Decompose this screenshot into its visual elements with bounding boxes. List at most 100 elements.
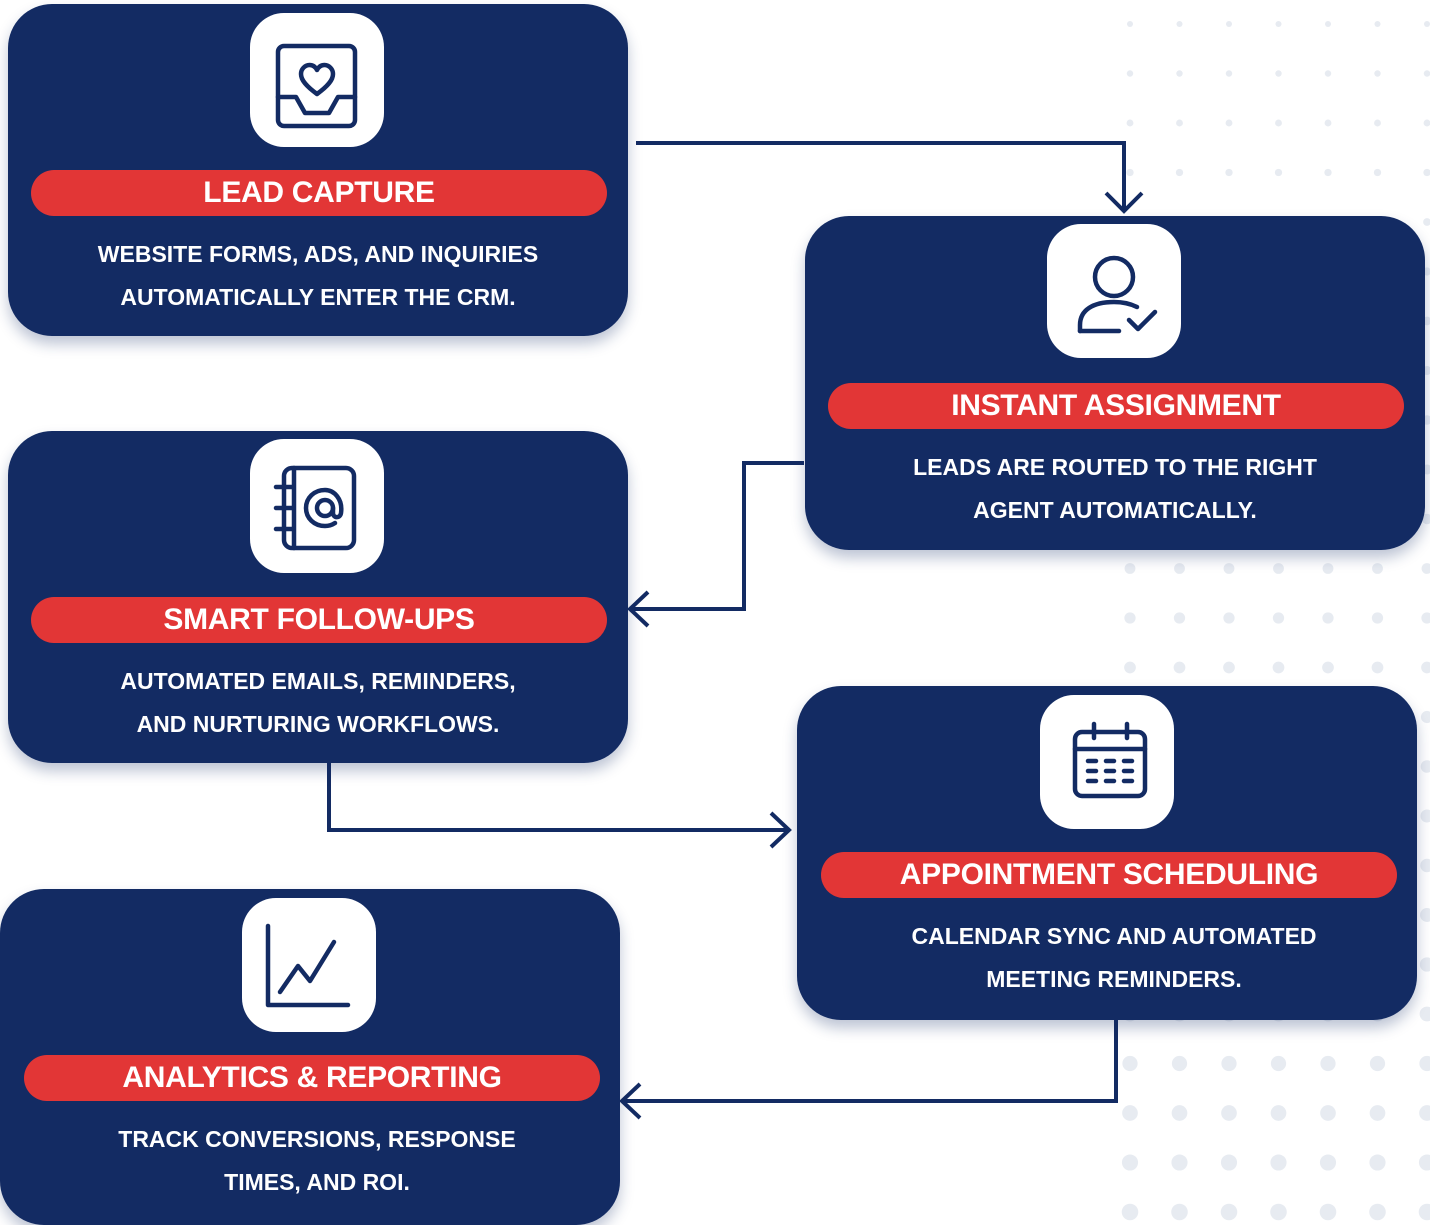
background-dot (1423, 119, 1430, 127)
background-dot (1423, 70, 1430, 77)
step-description-line-2: TIMES, AND ROI. (224, 1169, 410, 1195)
background-dot (1372, 563, 1383, 574)
background-dot (1173, 661, 1186, 674)
background-dot (1176, 21, 1183, 27)
background-dot (1374, 70, 1381, 77)
icon-tile (242, 898, 376, 1032)
flow-connectors (327, 141, 1144, 1120)
step-card-appointment-scheduling: APPOINTMENT SCHEDULING CALENDAR SYNC AND… (797, 686, 1417, 1020)
background-dot (1225, 168, 1233, 177)
background-dot (1320, 1055, 1336, 1072)
background-dot (1374, 119, 1381, 127)
background-dot (1420, 760, 1430, 773)
step-card-instant-assignment: INSTANT ASSIGNMENT LEADS ARE ROUTED TO T… (805, 216, 1425, 550)
background-dot (1275, 119, 1282, 127)
background-dot (1322, 612, 1334, 624)
background-dot (1122, 1105, 1138, 1121)
contact-book-at-icon (273, 465, 357, 551)
background-dot (1275, 70, 1282, 77)
background-dot (1124, 612, 1136, 624)
background-dot (1175, 168, 1184, 177)
background-dot (1272, 612, 1285, 624)
background-dot (1419, 957, 1430, 972)
background-dot (1124, 661, 1136, 674)
arrowhead-left (627, 590, 650, 628)
background-dot (1225, 119, 1233, 127)
background-dot (1221, 1055, 1237, 1072)
background-dot (1369, 1055, 1386, 1072)
step-description-line-1: WEBSITE FORMS, ADS, AND INQUIRIES (97, 241, 539, 267)
step-title: INSTANT ASSIGNMENT (828, 383, 1404, 429)
background-dot (1371, 612, 1384, 624)
step-title: SMART FOLLOW-UPS (31, 597, 607, 643)
background-dot (1421, 612, 1430, 624)
background-dot (1126, 168, 1134, 177)
step-description-line-2: AGENT AUTOMATICALLY. (973, 497, 1257, 523)
step-description-line-1: CALENDAR SYNC AND AUTOMATED (911, 923, 1317, 949)
background-dot (1418, 1203, 1430, 1221)
background-dot (1171, 1055, 1188, 1072)
background-dot (1322, 661, 1334, 674)
step-title: ANALYTICS & REPORTING (24, 1055, 600, 1101)
icon-tile (250, 439, 384, 573)
background-dot (1419, 1055, 1430, 1072)
background-dot (1421, 563, 1430, 574)
background-dot (1420, 908, 1430, 922)
dot-pattern (1121, 21, 1430, 1221)
background-dot (1273, 563, 1284, 574)
connector-followups-to-scheduling (327, 763, 788, 832)
background-dot (1420, 809, 1430, 823)
step-description-line-2: MEETING REMINDERS. (986, 966, 1242, 992)
background-dot (1223, 612, 1235, 624)
connector-assignment-to-followups (632, 461, 804, 611)
icon-tile (250, 13, 384, 147)
background-dot (1275, 21, 1282, 27)
arrowhead-left (619, 1082, 642, 1120)
background-dot (1419, 1006, 1430, 1022)
background-dot (1272, 661, 1285, 674)
background-dot (1126, 70, 1134, 77)
step-card-smart-follow-ups: SMART FOLLOW-UPS AUTOMATED EMAILS, REMIN… (8, 431, 628, 763)
arrowhead-down (1104, 191, 1144, 214)
background-dot (1173, 612, 1186, 624)
step-card-analytics-reporting: ANALYTICS & REPORTING TRACK CONVERSIONS,… (0, 889, 620, 1225)
calendar-icon (1072, 721, 1148, 799)
background-dot (1171, 1105, 1188, 1121)
background-dot (1126, 119, 1134, 127)
connector-capture-to-assignment (636, 141, 1126, 210)
background-dot (1176, 70, 1183, 77)
step-description-line-1: TRACK CONVERSIONS, RESPONSE (118, 1126, 516, 1152)
background-dot (1226, 21, 1232, 27)
step-title: APPOINTMENT SCHEDULING (821, 852, 1397, 898)
background-dot (1270, 1154, 1287, 1171)
background-dot (1324, 168, 1332, 177)
step-description-line-1: AUTOMATED EMAILS, REMINDERS, (120, 668, 516, 694)
background-dot (1325, 21, 1331, 27)
background-dot (1369, 1203, 1386, 1221)
background-dot (1121, 1154, 1139, 1171)
background-dot (1171, 1203, 1188, 1221)
background-dot (1225, 70, 1233, 77)
icon-tile (1040, 695, 1174, 829)
step-card-lead-capture: LEAD CAPTURE WEBSITE FORMS, ADS, AND INQ… (8, 4, 628, 336)
background-dot (1127, 21, 1133, 27)
background-dot (1373, 168, 1382, 177)
user-check-icon (1077, 255, 1158, 334)
background-dot (1419, 1105, 1430, 1121)
background-dot (1322, 563, 1334, 574)
background-dot (1421, 513, 1430, 525)
background-dot (1221, 1105, 1237, 1121)
background-dot (1420, 858, 1430, 873)
background-dot (1371, 661, 1384, 674)
background-dot (1270, 1203, 1287, 1221)
background-dot (1220, 1203, 1238, 1221)
background-dot (1274, 168, 1283, 177)
step-description-line-2: AUTOMATICALLY ENTER THE CRM. (120, 284, 516, 310)
background-dot (1319, 1203, 1337, 1221)
background-dot (1421, 661, 1430, 674)
background-dot (1270, 1055, 1287, 1072)
arrowhead-right (769, 811, 792, 849)
background-dot (1324, 70, 1332, 77)
background-dot (1171, 1154, 1188, 1171)
background-dot (1423, 218, 1430, 226)
